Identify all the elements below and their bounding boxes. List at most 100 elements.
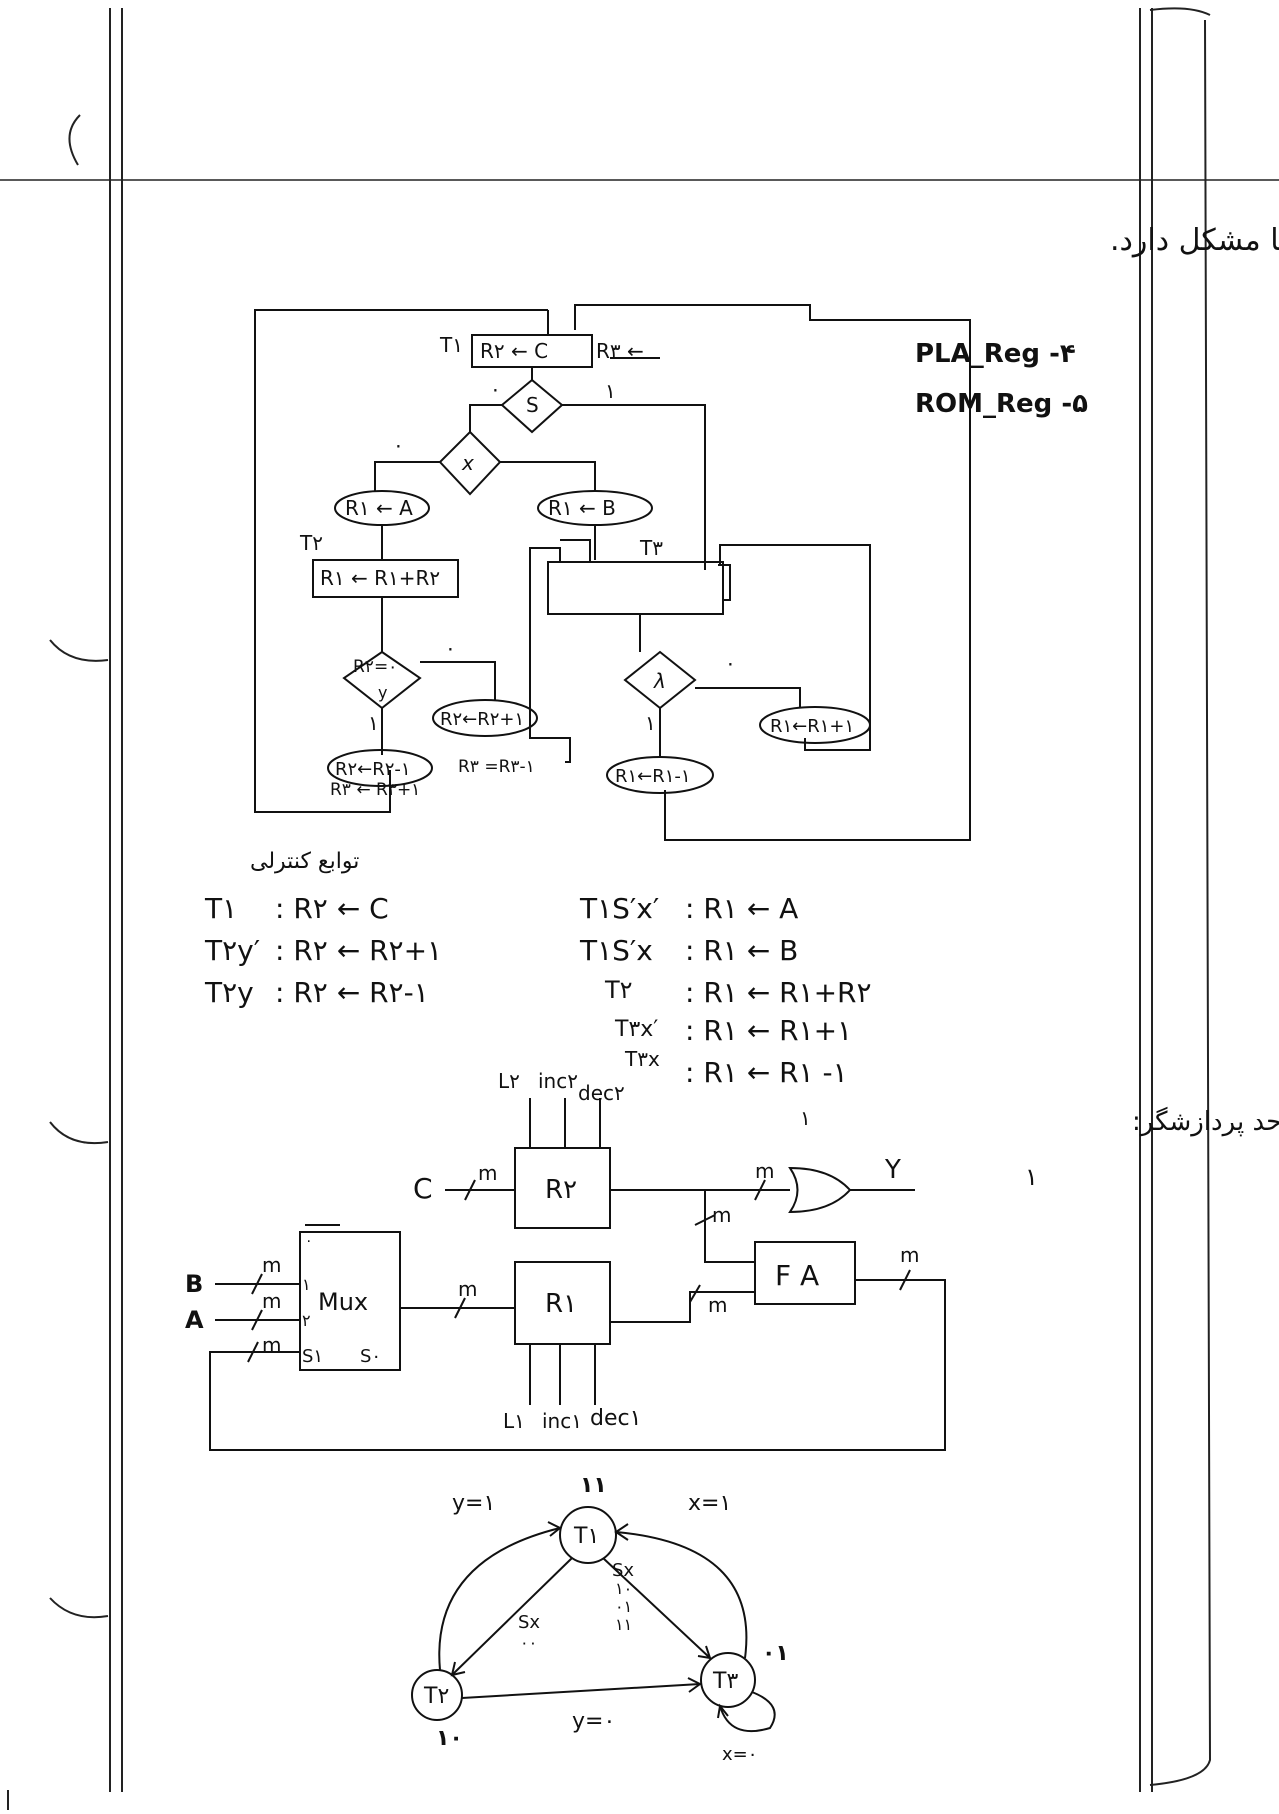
side-item-5: ROM_Reg -۵ <box>915 389 1088 419</box>
r2-ctrl-load: L۲ <box>498 1069 520 1093</box>
state-diagram <box>411 1506 776 1733</box>
lambda-decision-label: λ <box>653 669 666 693</box>
ctrl-right-op-4: : R۱ ← R۱ -۱ <box>685 1056 848 1089</box>
transition-y1: y=۱ <box>452 1491 495 1516</box>
asm-chart <box>254 304 971 841</box>
width-c: m <box>478 1161 497 1185</box>
state-t2-label: T۲ <box>423 1684 449 1709</box>
output-y-label: Y <box>884 1155 901 1185</box>
input-c-label: C <box>413 1172 433 1205</box>
ctrl-right-cond-4: T۳x <box>624 1047 660 1071</box>
ctrl-right-cond-1: T۱S′x <box>579 934 653 967</box>
r2-ctrl-inc: inc۲ <box>538 1069 578 1093</box>
width-fa-out: m <box>900 1243 919 1267</box>
control-functions: T۱ : R۲ ← C T۲y′ : R۲ ← R۲+۱ T۲y : R۲ ← … <box>204 892 872 1089</box>
ctrl-right-op-0: : R۱ ← A <box>685 892 798 925</box>
transition-sx-left-vals: ۰۰ <box>520 1633 537 1652</box>
t1-side-text: R۳ ← <box>596 339 644 363</box>
input-b-label: B <box>185 1270 203 1298</box>
lambda-zero-label: ۰ <box>725 651 736 675</box>
ctrl-right-op-3: : R۱ ← R۱+۱ <box>685 1014 852 1047</box>
datapath-labels: R۲ R۱ F A Mux ۰ ۱ ۲ S۱ S۰ B A C m m m m … <box>185 1069 919 1433</box>
ctrl-left-op-1: : R۲ ← R۲+۱ <box>275 934 442 967</box>
mux-label: Mux <box>318 1288 368 1316</box>
header-note: درغیراینصورت ASM چارت ناقص بوده یا مشکل … <box>1110 223 1279 258</box>
ctrl-right-cond-2: T۲ <box>604 976 633 1004</box>
t3-state-label: T۳ <box>639 536 663 560</box>
t1-state-label: T۱ <box>439 333 463 357</box>
r2-dec-text: R۲←R۲-۱ <box>335 759 411 780</box>
x-zero-label: ۰ <box>393 433 404 457</box>
mux-in1-label: ۱ <box>302 1275 311 1294</box>
transition-sx-right-vals3: ۱۱ <box>615 1615 632 1634</box>
datapath-title-num: ۱ <box>1025 1163 1038 1191</box>
r1-a-text: R۱ ← A <box>345 496 413 520</box>
r2-ctrl-dec: dec۲ <box>578 1081 625 1105</box>
state-t1-label: T۱ <box>573 1524 599 1549</box>
side-item-4: PLA_Reg -۴ <box>915 339 1076 369</box>
ctrl-left-op-0: : R۲ ← C <box>275 892 389 925</box>
ctrl-right-op-1: : R۱ ← B <box>685 934 798 967</box>
r1-inc-text: R۱←R۱+۱ <box>770 716 854 737</box>
s-one-label: ۱ <box>605 379 616 403</box>
r1-register-label: R۱ <box>545 1289 577 1319</box>
width-b: m <box>262 1253 281 1277</box>
ctrl-left-cond-1: T۲y′ <box>204 934 260 967</box>
s-decision-label: S <box>526 393 539 417</box>
control-title: توابع کنترلی <box>250 849 359 874</box>
mux-s0-label: S۰ <box>360 1346 381 1367</box>
state-diagram-labels: T۱ T۲ T۳ ۱۱ ۱۰ ۰۱ y=۱ x=۱ y=۰ x=۰ Sx ۰۰ … <box>423 1473 789 1765</box>
r1-dec-text: R۱←R۱-۱ <box>615 766 691 787</box>
state-t2-code: ۱۰ <box>436 1726 463 1751</box>
lambda-one-label: ۱ <box>645 711 656 735</box>
s-zero-label: ۰ <box>490 377 501 401</box>
transition-x1: x=۱ <box>688 1491 731 1516</box>
transition-sx-right-vals2: ۰۱ <box>615 1597 632 1616</box>
width-r2-fa: m <box>712 1203 731 1227</box>
ctrl-right-op-2: : R۱ ← R۱+R۲ <box>685 976 872 1009</box>
width-fb: m <box>262 1333 281 1357</box>
ctrl-left-op-2: : R۲ ← R۲-۱ <box>275 976 429 1009</box>
fa-label: F A <box>775 1259 819 1292</box>
width-a: m <box>262 1289 281 1313</box>
width-r2-or: m <box>755 1159 774 1183</box>
mux-top-label: ۰ <box>305 1233 313 1249</box>
r2-register-label: R۲ <box>545 1175 577 1205</box>
input-a-label: A <box>185 1306 204 1334</box>
width-r1-fa: m <box>708 1293 727 1317</box>
r1-ctrl-inc: inc۱ <box>542 1409 582 1433</box>
transition-sx-right-vals1: ۱۰ <box>615 1579 632 1598</box>
state-t3-label: T۳ <box>712 1669 738 1694</box>
state-t3-code: ۰۱ <box>762 1641 789 1666</box>
transition-sx-left-head: Sx <box>518 1612 540 1633</box>
r2-inc-text: R۲←R۲+۱ <box>440 709 524 730</box>
width-mux-r1: m <box>458 1277 477 1301</box>
ctrl-left-cond-0: T۱ <box>204 892 237 925</box>
ctrl-left-cond-2: T۲y <box>204 976 254 1009</box>
y-zero-label: ۰ <box>445 636 456 660</box>
r3-dec-text: R۳ =R۳-۱ <box>458 757 535 777</box>
r1-ctrl-load: L۱ <box>503 1409 525 1433</box>
or-gate-num: ۱ <box>800 1106 811 1130</box>
page-margins <box>0 7 1279 1810</box>
y-one-label: ۱ <box>368 711 379 735</box>
t2-box-text: R۱ ← R۱+R۲ <box>320 566 440 590</box>
transition-sx-right-head: Sx <box>612 1560 634 1581</box>
mux-in2-label: ۲ <box>302 1311 311 1330</box>
t2-state-label: T۲ <box>299 531 323 555</box>
asm-labels: T۱ R۲ ← C R۳ ← S ۰ ۱ x ۰ R۱ ← A R۱ ← B T… <box>299 333 854 800</box>
x-decision-label: x <box>461 451 474 475</box>
r3-inc-text: R۳ ← R۳+۱ <box>330 780 420 800</box>
r1-b-text: R۱ ← B <box>548 496 616 520</box>
y-var-label: y <box>378 683 387 702</box>
r1-ctrl-dec: dec۱ <box>590 1406 641 1431</box>
transition-x0: x=۰ <box>722 1744 757 1765</box>
ctrl-right-cond-3: T۳x′ <box>614 1017 658 1042</box>
mux-s1-label: S۱ <box>302 1346 323 1367</box>
transition-y0: y=۰ <box>572 1709 615 1734</box>
datapath-title: واحد پردازشگر: <box>1132 1106 1279 1137</box>
t1-box-text: R۲ ← C <box>480 339 548 363</box>
state-t1-code: ۱۱ <box>580 1473 607 1498</box>
